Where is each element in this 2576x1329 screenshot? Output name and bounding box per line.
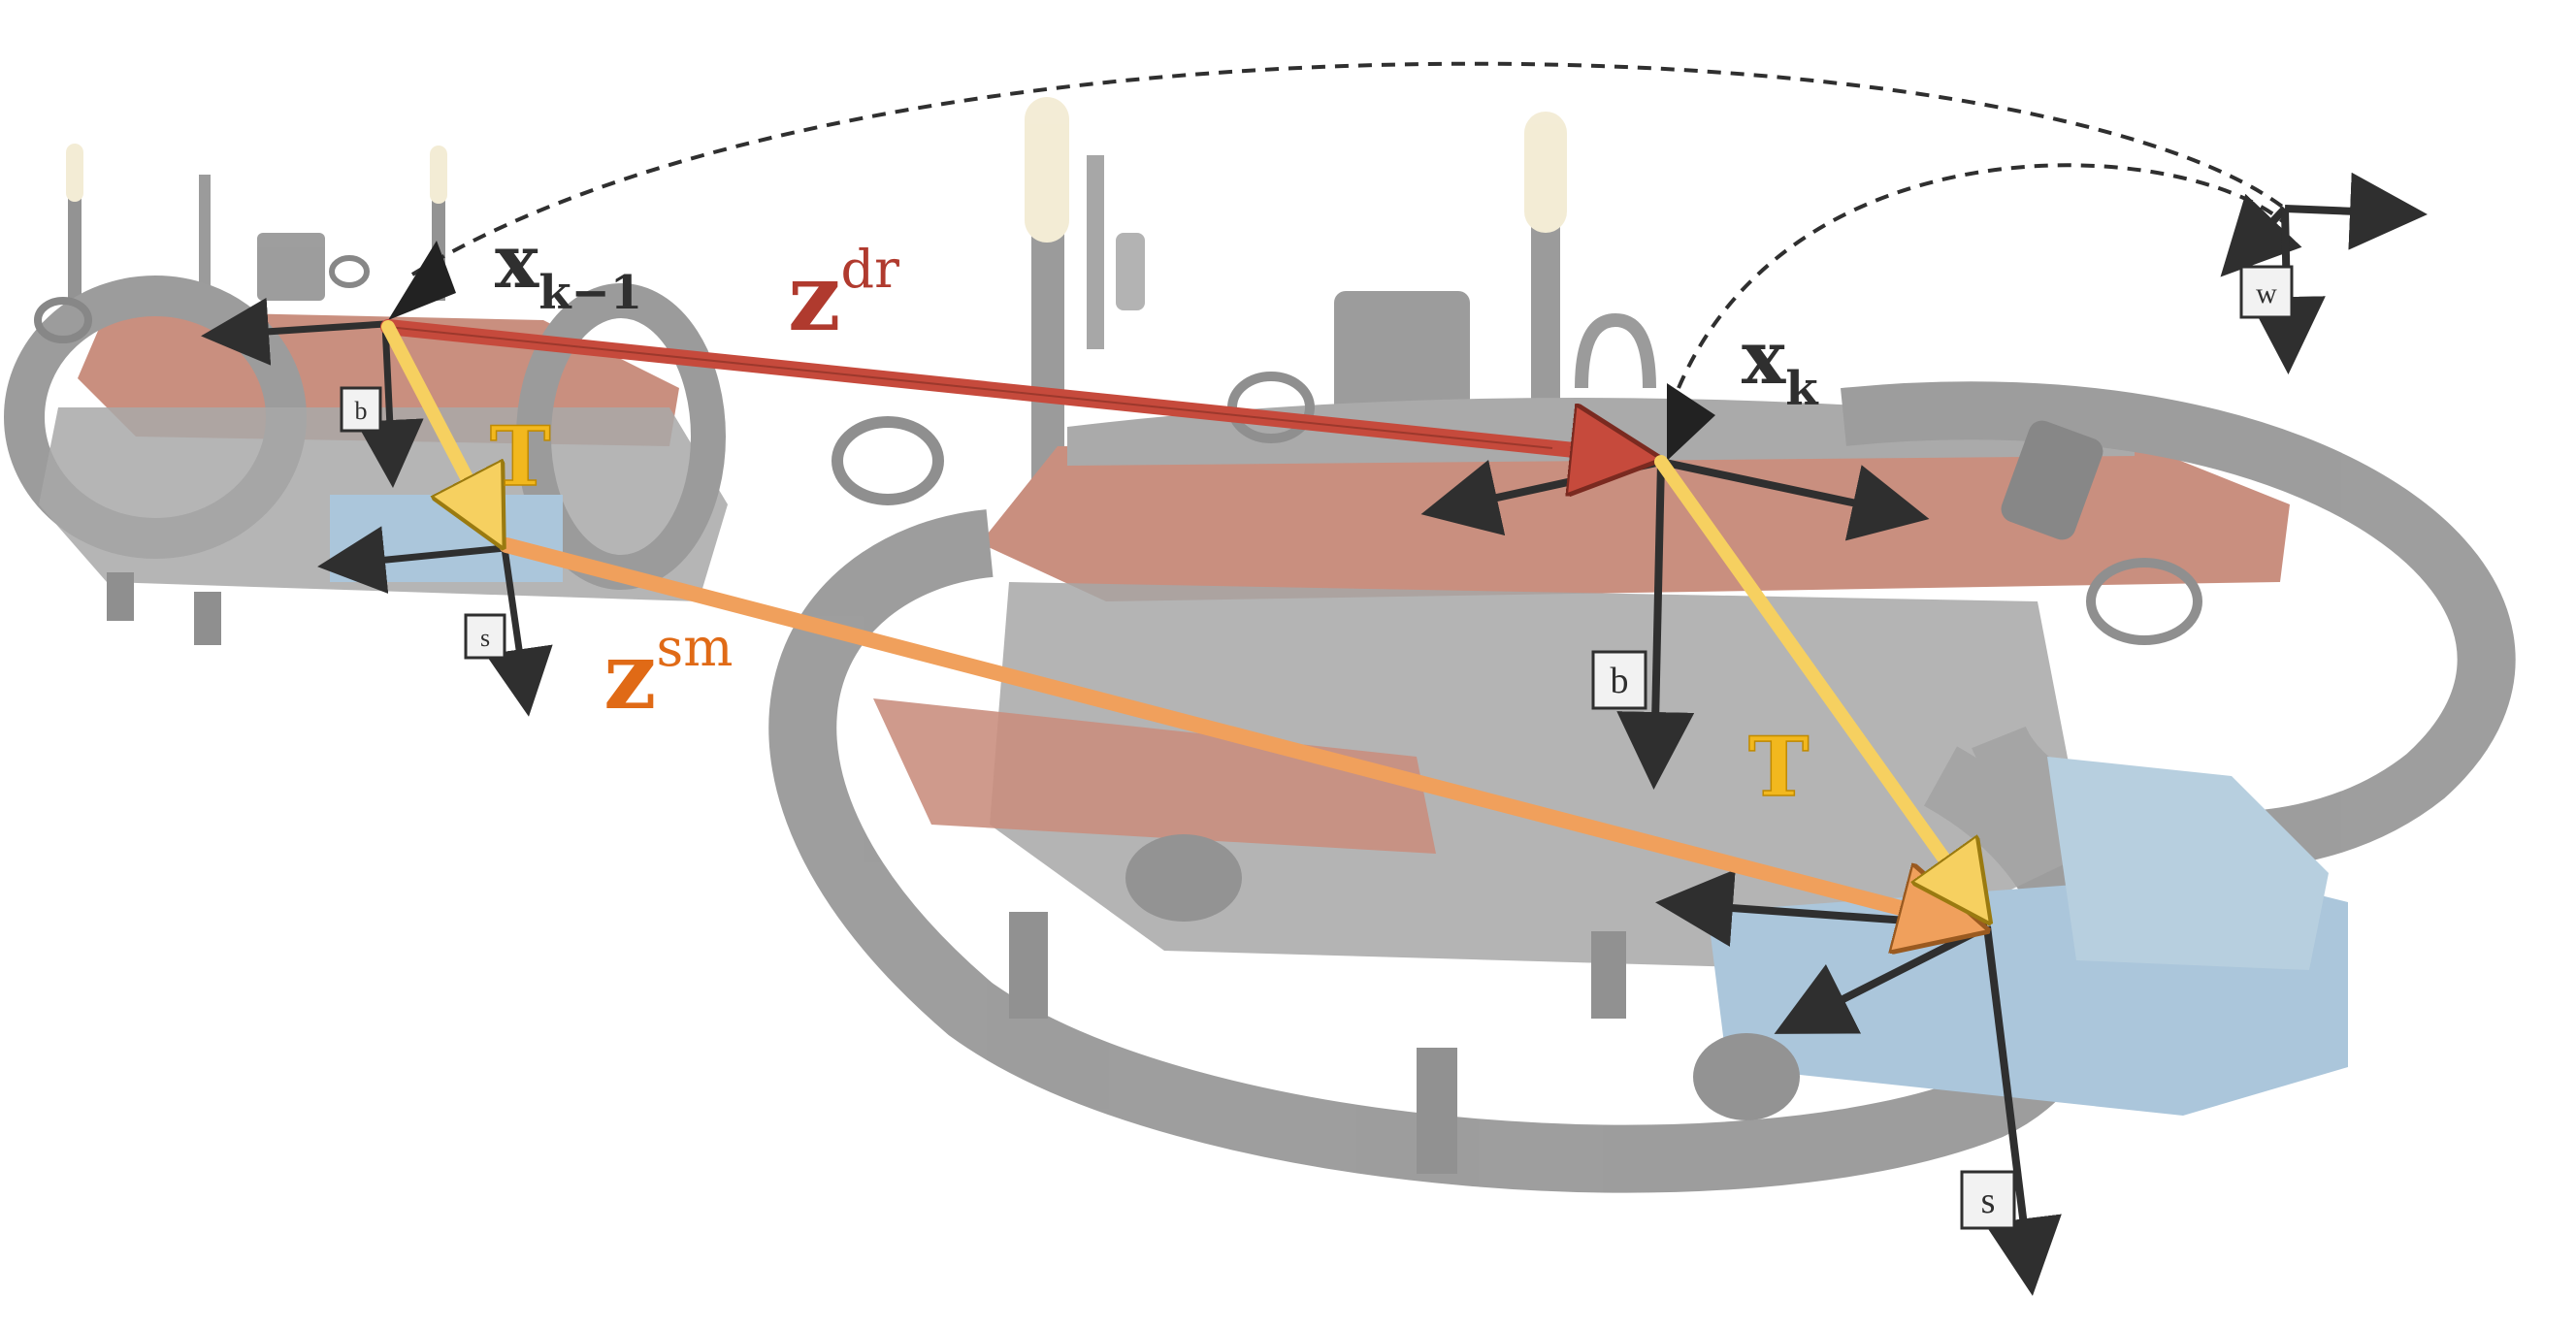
z-sm-label: zsm — [603, 617, 733, 730]
world-links — [410, 61, 2287, 389]
transform-arrow-left — [381, 320, 495, 532]
pose-prev-marker — [388, 241, 456, 320]
world-frame-label: w — [2256, 277, 2277, 309]
z-sm-arrow — [499, 537, 1968, 925]
body-frame-left: b — [201, 297, 424, 488]
pose-prev-label: xk−1 — [495, 218, 642, 320]
sensor-frame-left-label: s — [480, 624, 490, 652]
body-frame-right-label: b — [1611, 661, 1629, 701]
transform-label-left: T — [490, 408, 551, 504]
z-dr-label: zdr — [788, 239, 899, 352]
sensor-frame-right-label: s — [1981, 1181, 1996, 1221]
vehicle-right — [768, 97, 2516, 1193]
transform-arrow-right — [1654, 455, 1979, 908]
body-frame-left-label: b — [355, 397, 368, 425]
world-frame-tag: w — [2239, 265, 2294, 319]
pose-curr-marker — [1667, 383, 1715, 461]
pose-curr-label: xk — [1742, 314, 1819, 416]
transform-label-right: T — [1748, 719, 1810, 815]
